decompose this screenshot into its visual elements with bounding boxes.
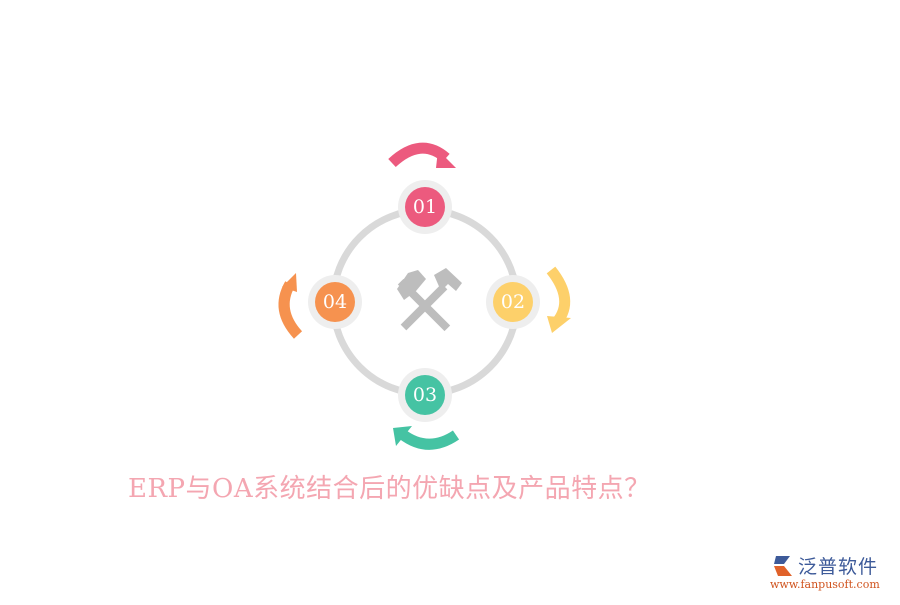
arrow-left-icon	[278, 273, 303, 339]
logo-name: 泛普软件	[798, 556, 879, 578]
node-01-label: 01	[412, 196, 438, 218]
node-04-label: 04	[322, 291, 348, 313]
logo-mark-icon	[774, 556, 792, 576]
arrow-bottom-icon	[393, 426, 460, 450]
node-03-label: 03	[412, 384, 438, 406]
diagram-title: ERP与OA系统结合后的优缺点及产品特点？	[128, 474, 651, 504]
node-04	[308, 275, 362, 329]
node-02	[486, 275, 540, 329]
arrow-top-icon	[388, 142, 456, 168]
node-02-label: 02	[500, 291, 526, 313]
crossed-hammers-icon	[397, 268, 462, 332]
company-logo: 泛普软件 www.fanpusoft.com	[768, 552, 896, 596]
node-03	[398, 368, 452, 422]
arrow-right-icon	[546, 266, 571, 333]
node-01	[398, 180, 452, 234]
logo-url: www.fanpusoft.com	[770, 578, 880, 591]
